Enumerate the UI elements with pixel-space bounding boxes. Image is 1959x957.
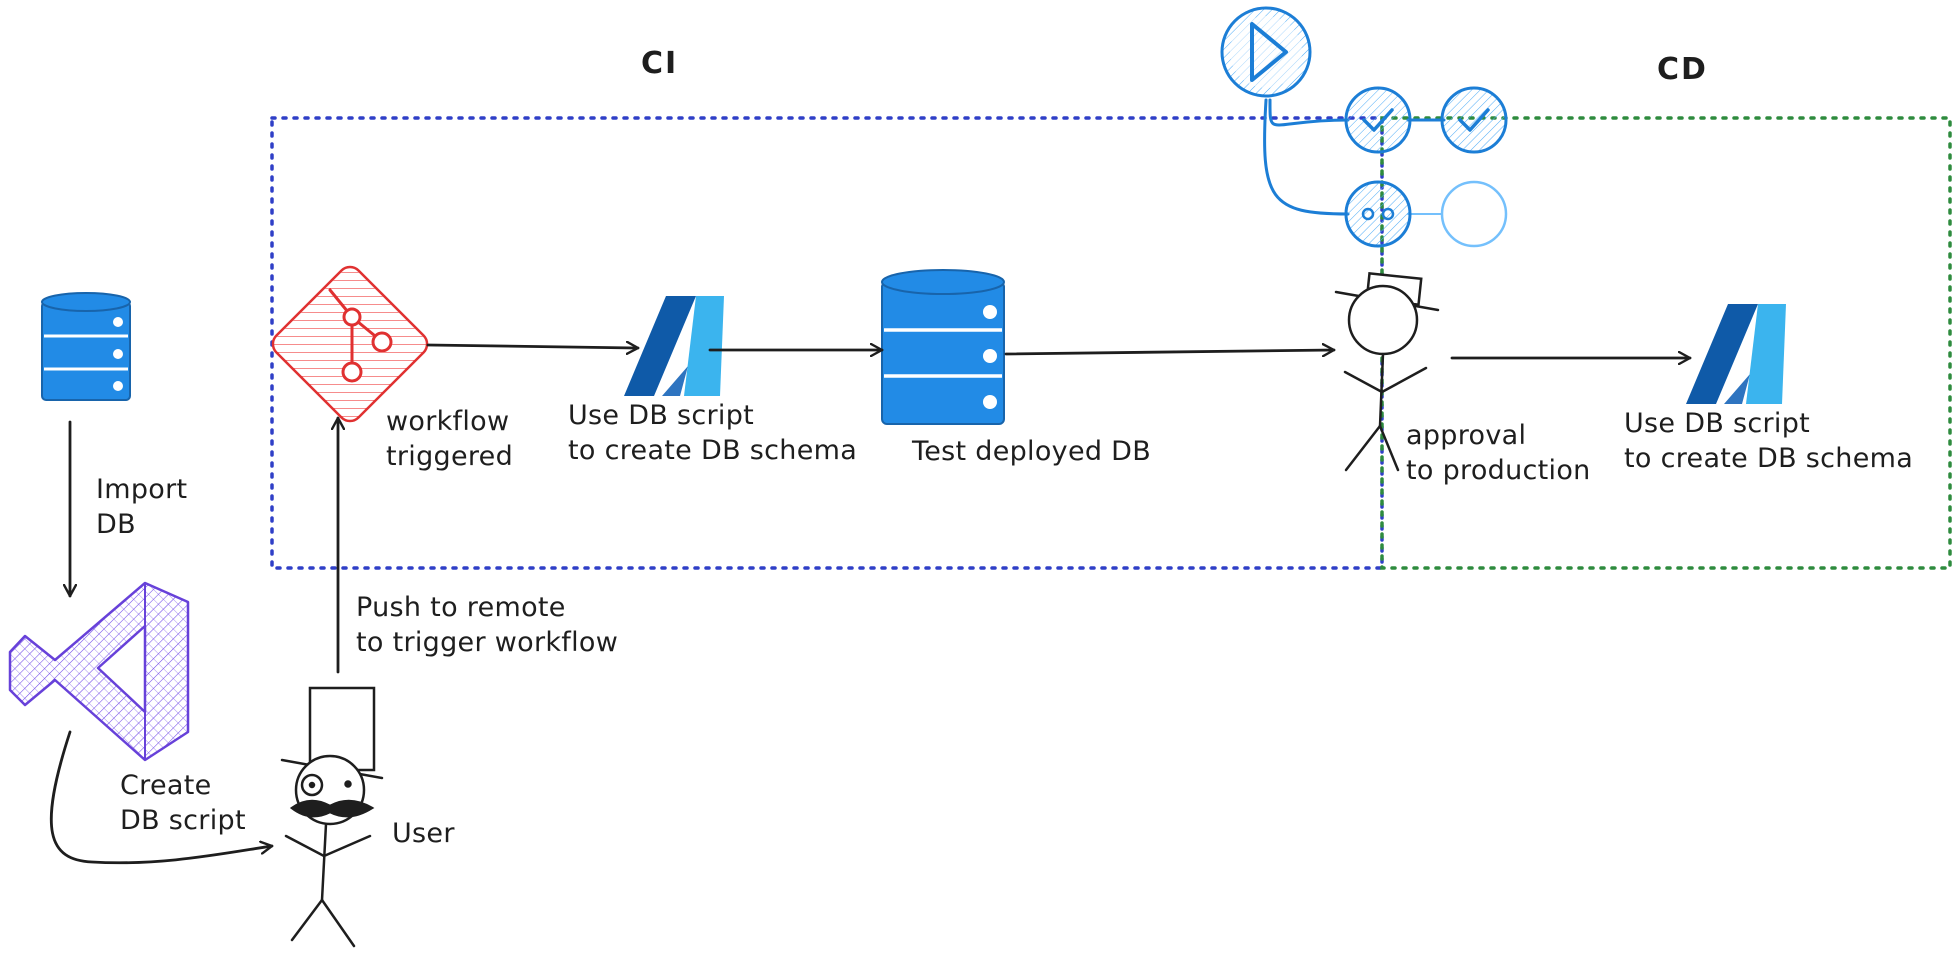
import-db-label: Import DB [96,474,188,540]
azure-icon [1686,304,1786,404]
approval-label: approval to production [1406,420,1591,486]
cd-section-frame [1380,116,1952,570]
stick-figure-top-hat-icon [1334,271,1440,472]
test-deployed-db-label: Test deployed DB [912,436,1152,467]
use-db-script-ci-label: Use DB script to create DB schema [568,400,858,466]
ci-section-label: CI [641,46,679,81]
push-to-remote-label: Push to remote to trigger workflow [356,592,619,658]
vscode-icon [8,581,190,762]
arrow-workflow-triggered [426,345,640,348]
database-icon [881,269,1005,425]
cd-section-label: CD [1657,52,1708,87]
ci-section-frame [270,116,1384,570]
workflow-steps-icon [1220,6,1508,248]
stick-figure-top-hat-monocle-icon [280,686,384,948]
git-icon [271,265,429,423]
workflow-triggered-label: workflow triggered [386,406,514,472]
create-db-script-label: Create DB script [120,770,246,836]
azure-icon [624,296,724,396]
arrow-create-db-script [49,730,274,865]
user-label: User [392,818,455,849]
use-db-script-cd-label: Use DB script to create DB schema [1624,408,1914,474]
database-icon [41,292,131,401]
arrow-to-approval [1004,350,1336,354]
